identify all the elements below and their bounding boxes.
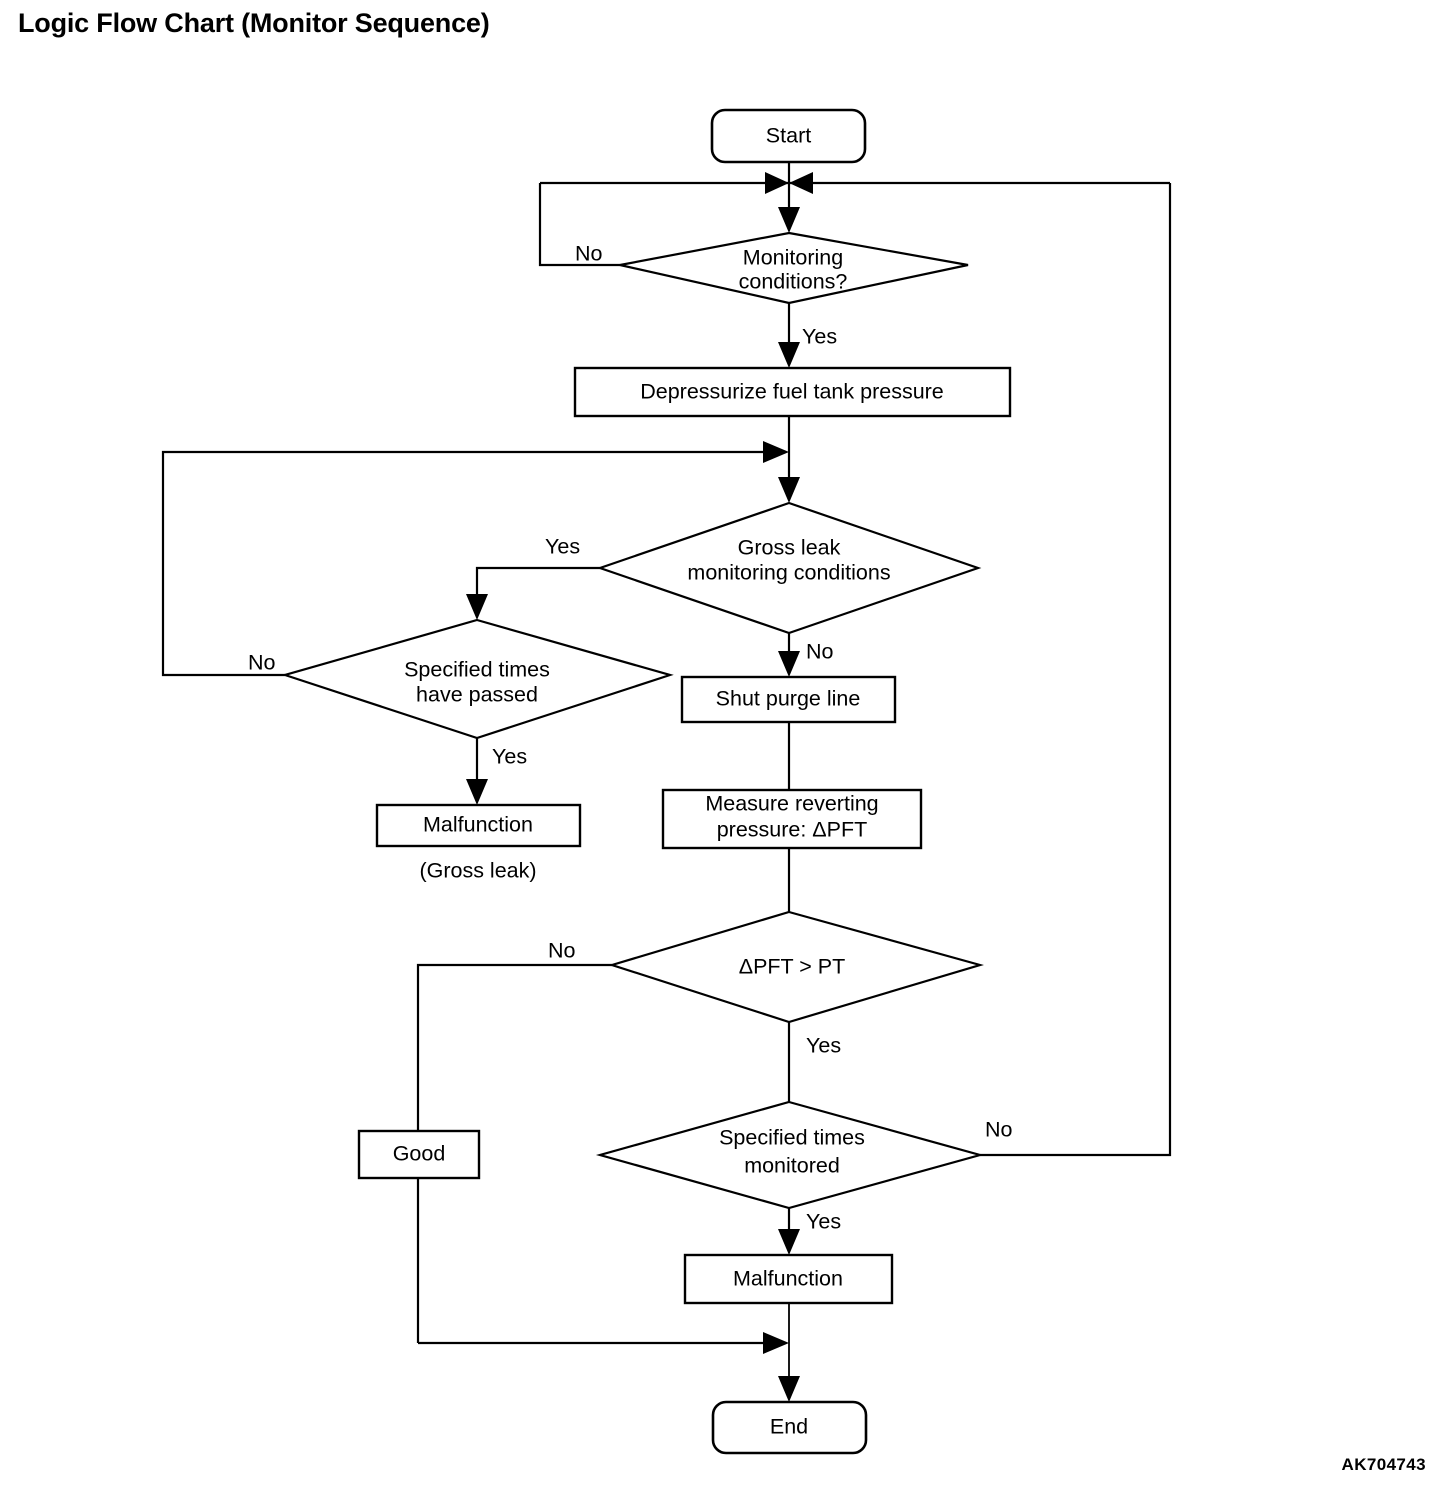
node-good-label: Good	[393, 1142, 446, 1166]
arrowhead-right-loop-into-junction	[789, 172, 813, 194]
node-depressurize-label: Depressurize fuel tank pressure	[640, 380, 944, 404]
node-malfunction-gross-leak-caption: (Gross leak)	[419, 859, 536, 883]
node-end[interactable]: End	[711, 1400, 868, 1455]
edge-label-times-passed-yes: Yes	[492, 745, 527, 769]
node-pft-greater-than-pt-shape	[608, 910, 984, 1024]
arrowhead-into-depressurize	[778, 342, 800, 368]
node-malfunction[interactable]: Malfunction	[683, 1253, 894, 1305]
connector-times-monitored-no-loop	[980, 183, 1172, 1157]
arrowhead-into-end	[778, 1376, 800, 1402]
connector-gross-leak-yes	[475, 566, 600, 612]
node-monitoring-conditions-shape	[619, 231, 969, 305]
node-gross-leak-conditions-shape	[596, 501, 982, 635]
arrowhead-into-malfunction	[778, 1229, 800, 1255]
node-gross-leak-conditions-label-line1: Gross leak	[738, 536, 841, 560]
drawing-reference-code: AK704743	[1341, 1455, 1426, 1474]
node-specified-times-passed-label-line2: have passed	[416, 683, 538, 707]
node-malfunction-label: Malfunction	[733, 1267, 843, 1291]
edge-label-times-passed-no: No	[248, 651, 276, 675]
arrowhead-times-passed-no-merge	[763, 441, 789, 463]
node-monitoring-conditions-label-line2: conditions?	[739, 270, 848, 294]
node-malfunction-gross-leak-shape	[375, 803, 582, 848]
page-title: Logic Flow Chart (Monitor Sequence)	[18, 8, 490, 38]
node-monitoring-conditions-label-line1: Monitoring	[743, 246, 843, 270]
edge-label-gross-leak-no: No	[806, 640, 834, 664]
node-malfunction-gross-leak[interactable]: Malfunction	[375, 803, 582, 848]
node-malfunction-shape	[683, 1253, 894, 1305]
edge-label-gross-leak-yes: Yes	[545, 535, 580, 559]
node-specified-times-passed[interactable]: Specified times have passed	[281, 618, 674, 740]
node-specified-times-monitored-shape	[595, 1100, 985, 1210]
connector-pft-no-to-good	[416, 963, 612, 1343]
node-depressurize-shape	[573, 366, 1012, 418]
node-pft-greater-than-pt-label: ΔPFT > PT	[739, 955, 846, 979]
node-specified-times-monitored-label-line2: monitored	[744, 1154, 840, 1178]
arrowhead-into-times-passed	[466, 594, 488, 620]
node-start-label: Start	[766, 124, 811, 148]
node-gross-leak-conditions[interactable]: Gross leak monitoring conditions	[596, 501, 982, 635]
edge-label-times-monitored-yes: Yes	[806, 1210, 841, 1234]
edge-label-mon-cond-yes: Yes	[802, 325, 837, 349]
node-specified-times-monitored-label-line1: Specified times	[719, 1126, 865, 1150]
edge-label-times-monitored-no: No	[985, 1118, 1013, 1142]
node-start-shape	[710, 108, 867, 164]
arrowhead-into-gross-leak	[778, 477, 800, 503]
connector-times-passed-no-loop	[161, 450, 768, 677]
node-shut-purge-line-shape	[680, 675, 897, 724]
edge-label-mon-cond-no: No	[575, 242, 603, 266]
node-measure-reverting-pressure-shape	[661, 788, 923, 850]
arrowhead-good-merge	[763, 1332, 789, 1354]
node-good[interactable]: Good	[357, 1129, 481, 1180]
edge-label-pft-no: No	[548, 939, 576, 963]
arrowhead-left-loop-into-junction	[765, 172, 789, 194]
node-shut-purge-line[interactable]: Shut purge line	[680, 675, 897, 724]
node-end-label: End	[770, 1415, 808, 1439]
node-measure-reverting-pressure-label-line2: pressure: ΔPFT	[717, 818, 868, 842]
node-specified-times-passed-label-line1: Specified times	[404, 658, 550, 682]
node-shut-purge-line-label: Shut purge line	[716, 687, 861, 711]
node-measure-reverting-pressure[interactable]: Measure reverting pressure: ΔPFT	[661, 788, 923, 850]
node-specified-times-monitored[interactable]: Specified times monitored	[595, 1100, 985, 1210]
arrowhead-into-mon-cond	[778, 207, 800, 233]
node-specified-times-passed-shape	[281, 618, 674, 740]
node-measure-reverting-pressure-label-line1: Measure reverting	[705, 792, 878, 816]
node-monitoring-conditions[interactable]: Monitoring conditions?	[619, 231, 969, 305]
edge-label-pft-yes: Yes	[806, 1034, 841, 1058]
node-depressurize[interactable]: Depressurize fuel tank pressure	[573, 366, 1012, 418]
node-start[interactable]: Start	[710, 108, 867, 164]
arrowhead-into-shut-purge	[778, 651, 800, 677]
arrowhead-into-malfunction-gross	[466, 779, 488, 805]
node-pft-greater-than-pt[interactable]: ΔPFT > PT	[608, 910, 984, 1024]
node-good-shape	[357, 1129, 481, 1180]
connector-mon-cond-no-loop	[538, 183, 620, 267]
node-gross-leak-conditions-label-line2: monitoring conditions	[687, 561, 890, 585]
node-end-shape	[711, 1400, 868, 1455]
node-malfunction-gross-leak-label: Malfunction	[423, 813, 533, 837]
